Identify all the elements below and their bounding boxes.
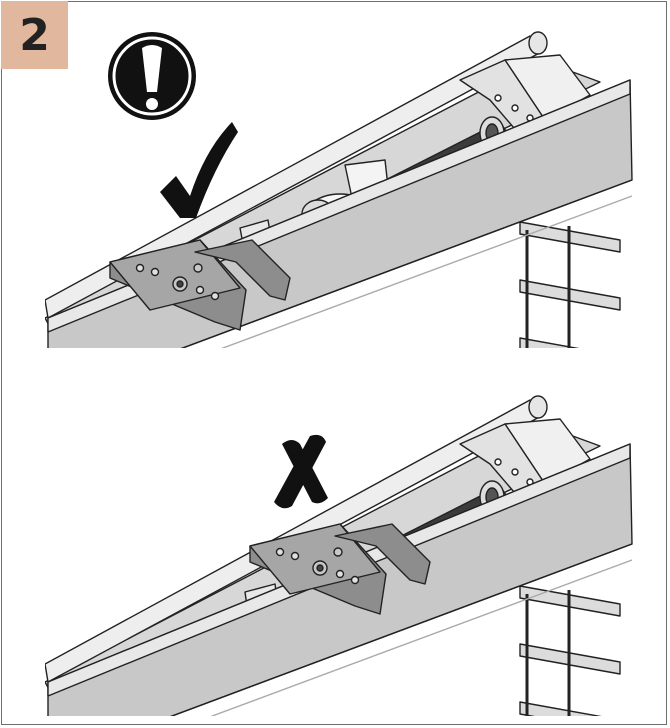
blind-slats [519, 221, 621, 348]
end-cap [459, 54, 591, 136]
blind-slats [519, 585, 621, 716]
mounting-bracket [249, 523, 431, 615]
correct-position-illustration [45, 31, 633, 348]
exclamation-circle-icon [108, 32, 196, 120]
checkmark-icon [160, 122, 238, 218]
step-number-badge: 2 [1, 1, 68, 69]
incorrect-position-illustration [45, 395, 633, 716]
cross-icon [274, 434, 328, 509]
mounting-bracket [109, 239, 291, 331]
